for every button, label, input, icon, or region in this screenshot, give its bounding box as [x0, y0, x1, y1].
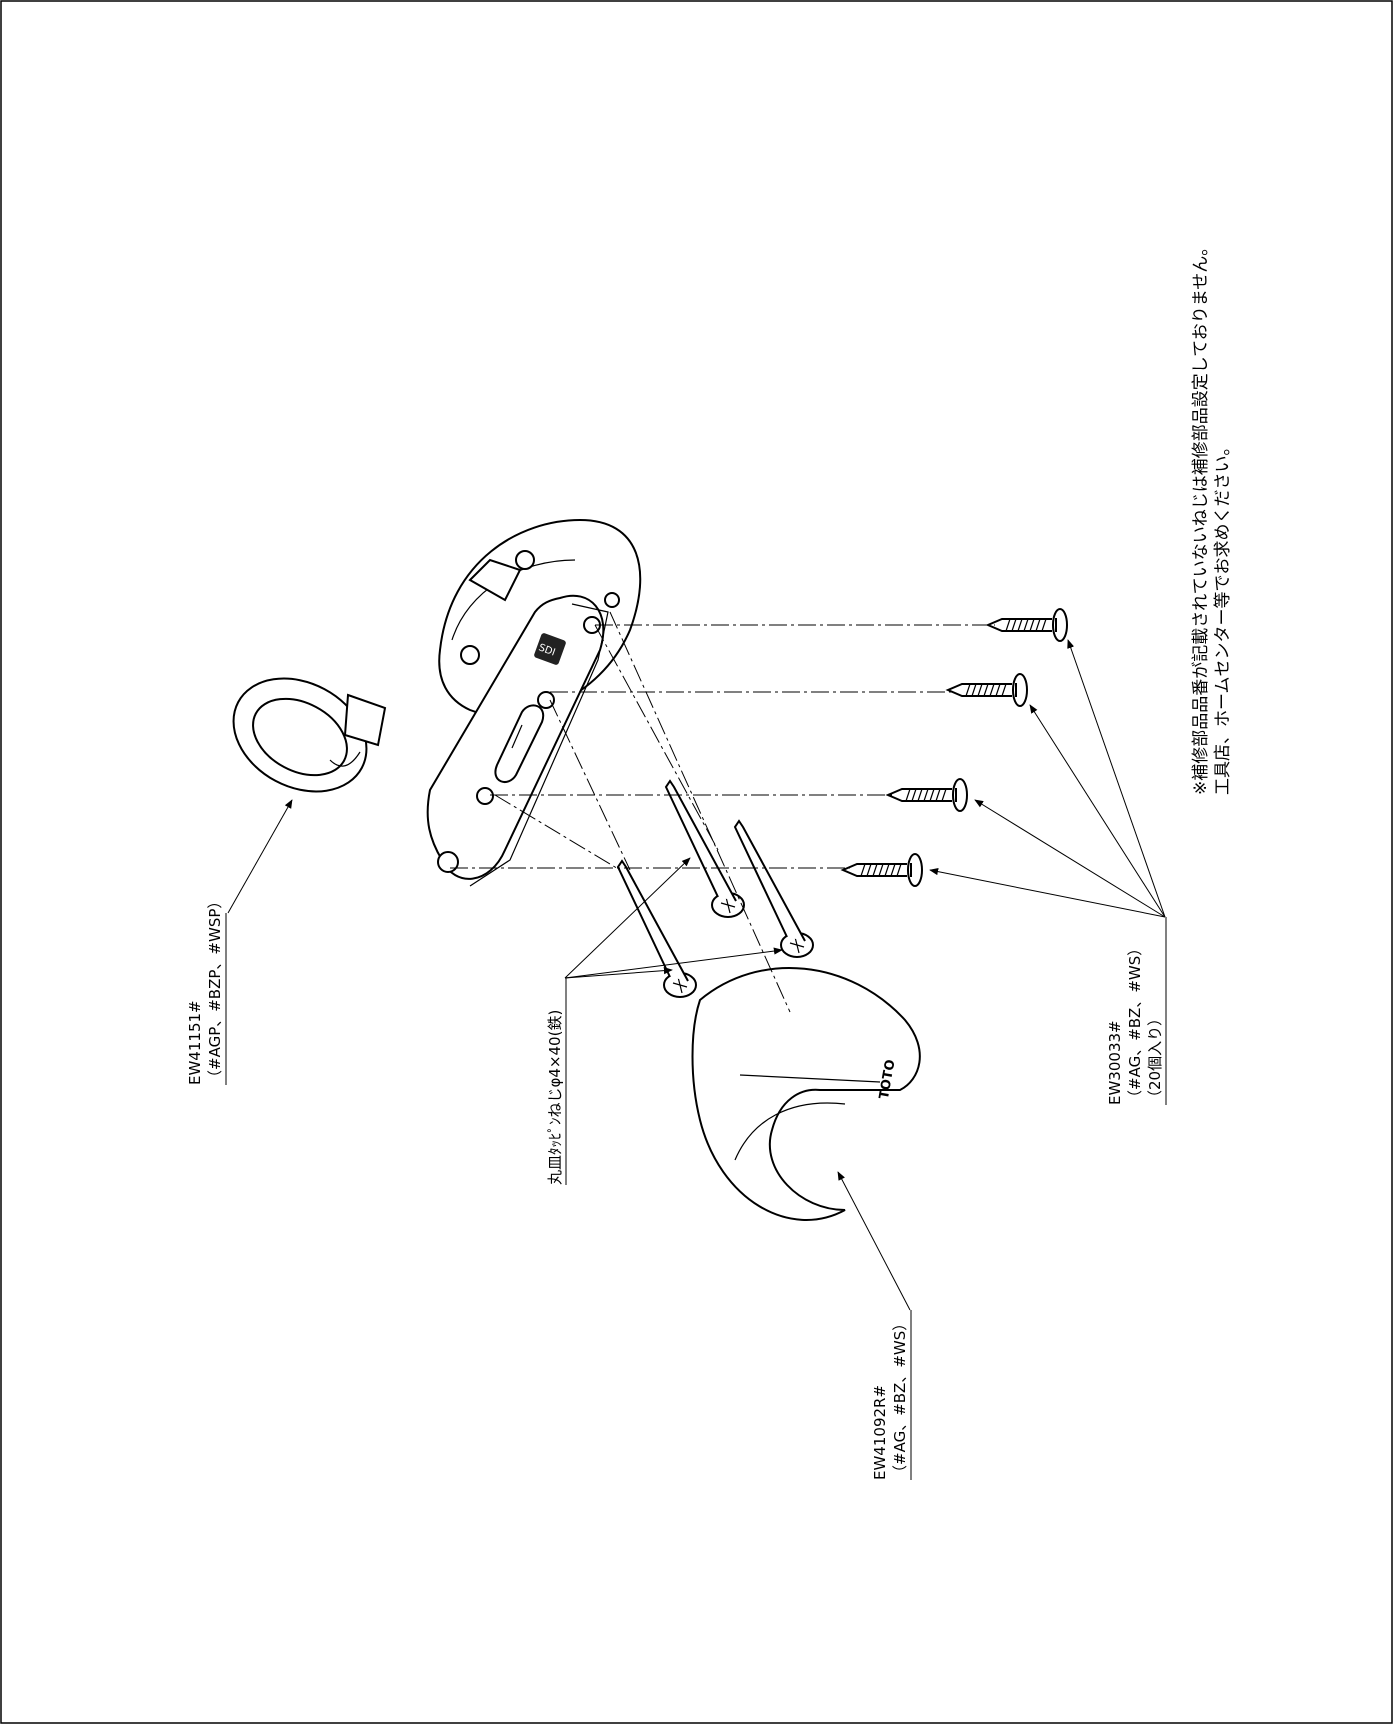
leader-lines: [227, 639, 1166, 1311]
cap-logo: TOTO: [877, 1058, 899, 1100]
short-screw-4: [842, 853, 923, 887]
long-screw-3: [734, 820, 814, 958]
short-screw-2: [947, 673, 1028, 707]
short-screw-qty: （20個入り）: [1146, 1011, 1164, 1105]
label-cap-cover: EW41092R# （#AG、#BZ、#WS）: [871, 1310, 912, 1480]
label-ring-cover: EW41151# （#AGP、#BZP、#WSP）: [186, 894, 227, 1085]
long-screw-spec: 丸皿ﾀｯﾋﾟﾝねじφ4×40(鉄): [546, 1010, 564, 1185]
note-line-2: 工具店、ホームセンター等でお求めください。: [1213, 439, 1233, 796]
short-screw-code: EW30033#: [1106, 1020, 1124, 1105]
ring-cover-variants: （#AGP、#BZP、#WSP）: [206, 894, 224, 1085]
notes: ※補修部品品番が記載されていないねじは補修部品設定しておりません。 工具店、ホー…: [1191, 239, 1233, 795]
ring-cover-code: EW41151#: [186, 1000, 204, 1085]
assembly-lines: [450, 611, 995, 1013]
cap-cover-part: TOTO: [691, 966, 921, 1221]
mounting-plate: SDI: [426, 594, 609, 887]
plate-logo: SDI: [537, 642, 557, 658]
long-screw-2: [665, 780, 745, 918]
cap-cover-variants: （#AG、#BZ、#WS）: [891, 1316, 909, 1480]
short-screw-1: [987, 608, 1068, 642]
long-screw-1: [617, 860, 697, 998]
label-short-screws: EW30033# （#AG、#BZ、#WS） （20個入り）: [1106, 917, 1167, 1105]
short-screw-variants: （#AG、#BZ、#WS）: [1126, 941, 1144, 1105]
label-long-screws: 丸皿ﾀｯﾋﾟﾝねじφ4×40(鉄): [546, 978, 567, 1185]
short-screw-3: [887, 778, 968, 812]
note-line-1: ※補修部品品番が記載されていないねじは補修部品設定しておりません。: [1191, 239, 1211, 795]
cap-cover-code: EW41092R#: [871, 1385, 889, 1480]
ring-cover-part: [232, 677, 387, 793]
